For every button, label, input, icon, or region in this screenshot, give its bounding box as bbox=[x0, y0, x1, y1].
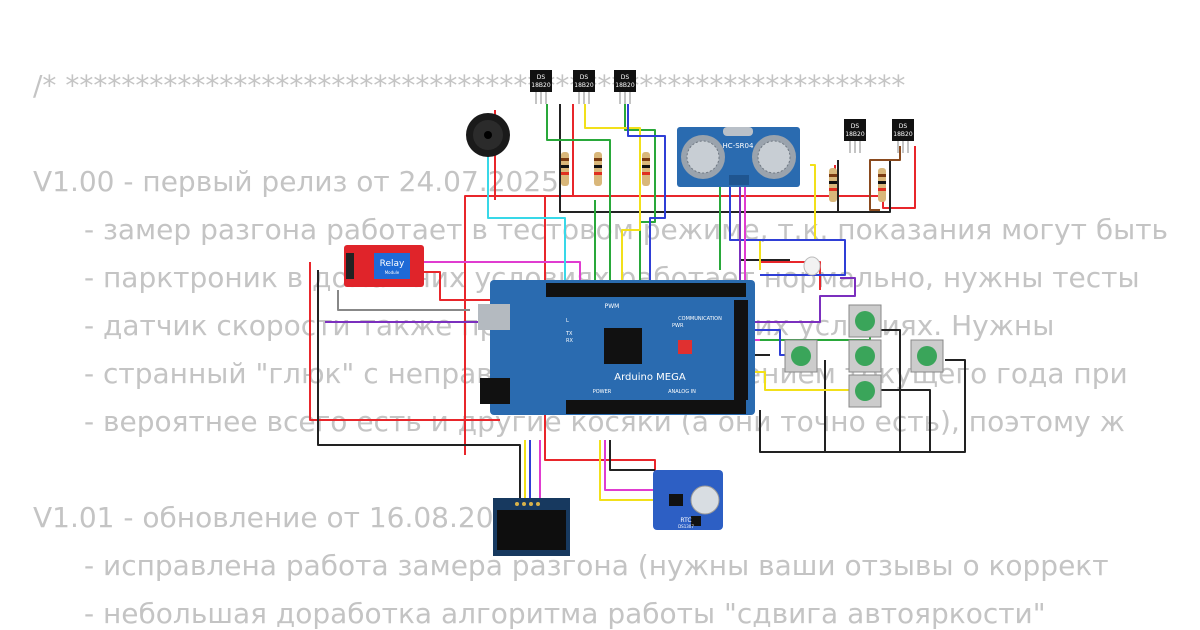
push-buttons bbox=[784, 304, 944, 408]
push-button bbox=[848, 304, 882, 338]
wire-blue bbox=[729, 185, 846, 276]
led bbox=[803, 256, 821, 276]
temp-sensor-label-1: DS bbox=[580, 74, 589, 81]
wire-black bbox=[559, 104, 839, 213]
temp-sensor: DS 18B20 bbox=[844, 119, 866, 153]
wire-black bbox=[317, 270, 521, 498]
ultrasonic-sensor: HC-SR04 bbox=[677, 127, 800, 187]
temp-sensor: DS 18B20 bbox=[530, 70, 552, 104]
arduino-rx-label: RX bbox=[566, 338, 573, 344]
wire-black bbox=[880, 329, 901, 452]
wire-green bbox=[546, 104, 611, 290]
relay-module: Relay Module bbox=[344, 245, 424, 287]
resistor bbox=[561, 152, 569, 186]
wire-black bbox=[838, 160, 891, 213]
arduino-tx-label: TX bbox=[565, 331, 573, 337]
wire-cyan bbox=[487, 125, 566, 290]
wire-red bbox=[835, 146, 916, 209]
rtc-module: RTC DS1307 bbox=[653, 470, 723, 530]
arduino-communication-label: COMMUNICATION bbox=[678, 316, 722, 322]
wire-green bbox=[624, 104, 656, 290]
oled-display bbox=[493, 498, 570, 556]
push-button bbox=[848, 339, 882, 373]
wire-black bbox=[759, 359, 966, 453]
wire-yellow bbox=[584, 104, 641, 290]
relay-sublabel: Module bbox=[385, 270, 400, 275]
push-button bbox=[848, 374, 882, 408]
temp-sensor-label-1: DS bbox=[537, 74, 546, 81]
temp-sensor-label-2: 18B20 bbox=[845, 131, 865, 138]
resistors bbox=[561, 152, 886, 202]
rtc-label: RTC bbox=[680, 517, 691, 524]
resistor bbox=[878, 168, 886, 202]
relay-label: Relay bbox=[380, 259, 405, 269]
wire-brown bbox=[869, 146, 901, 211]
wire-yellow bbox=[599, 440, 655, 501]
wire-red bbox=[760, 261, 821, 290]
comment-line: /* *************************************… bbox=[33, 69, 906, 102]
arduino-analog-label: ANALOG IN bbox=[668, 389, 696, 395]
wire-black bbox=[880, 389, 931, 452]
comment-line: - небольшая доработка алгоритма работы "… bbox=[84, 597, 1046, 630]
comment-line: - исправлена работа замера разгона (нужн… bbox=[84, 549, 1109, 582]
arduino-l-label: L bbox=[566, 318, 569, 324]
wire-magenta bbox=[604, 440, 655, 491]
arduino-pwm-label: PWM bbox=[605, 303, 620, 310]
comment-line: V1.00 - первый релиз от 24.07.2025 bbox=[33, 165, 559, 198]
wire-red bbox=[464, 104, 574, 455]
resistor bbox=[829, 168, 837, 202]
arduino-pwr-label: PWR bbox=[672, 323, 684, 329]
temp-sensor: DS 18B20 bbox=[573, 70, 595, 104]
temp-sensor-label-1: DS bbox=[621, 74, 630, 81]
arduino-name: Arduino MEGA bbox=[614, 372, 686, 383]
push-button bbox=[910, 339, 944, 373]
temp-sensor-label-1: DS bbox=[851, 123, 860, 130]
resistor bbox=[594, 152, 602, 186]
temp-sensor: DS 18B20 bbox=[892, 119, 914, 153]
wire-gray bbox=[337, 290, 470, 311]
push-button bbox=[784, 339, 818, 373]
temp-sensor-label-2: 18B20 bbox=[893, 131, 913, 138]
resistor bbox=[642, 152, 650, 186]
temperature-sensors: DS 18B20 DS 18B20 DS 18B20 DS 18B20 DS 1… bbox=[530, 70, 914, 153]
temp-sensor-label-2: 18B20 bbox=[574, 82, 594, 89]
arduino-power-label: POWER bbox=[593, 389, 612, 395]
rtc-sublabel: DS1307 bbox=[678, 524, 694, 529]
temp-sensor-label-2: 18B20 bbox=[615, 82, 635, 89]
buzzer bbox=[466, 113, 510, 157]
ultrasonic-label: HC-SR04 bbox=[723, 142, 754, 150]
temp-sensor-label-2: 18B20 bbox=[531, 82, 551, 89]
arduino-mega: PWM COMMUNICATION Arduino MEGA POWER ANA… bbox=[478, 280, 755, 415]
wire-red bbox=[309, 262, 500, 421]
wire-black bbox=[609, 440, 655, 471]
wire-blue bbox=[627, 104, 666, 290]
wires bbox=[309, 104, 966, 501]
temp-sensor: DS 18B20 bbox=[614, 70, 636, 104]
temp-sensor-label-1: DS bbox=[899, 123, 908, 130]
comment-line: V1.01 - обновление от 16.08.2025 bbox=[33, 501, 530, 534]
